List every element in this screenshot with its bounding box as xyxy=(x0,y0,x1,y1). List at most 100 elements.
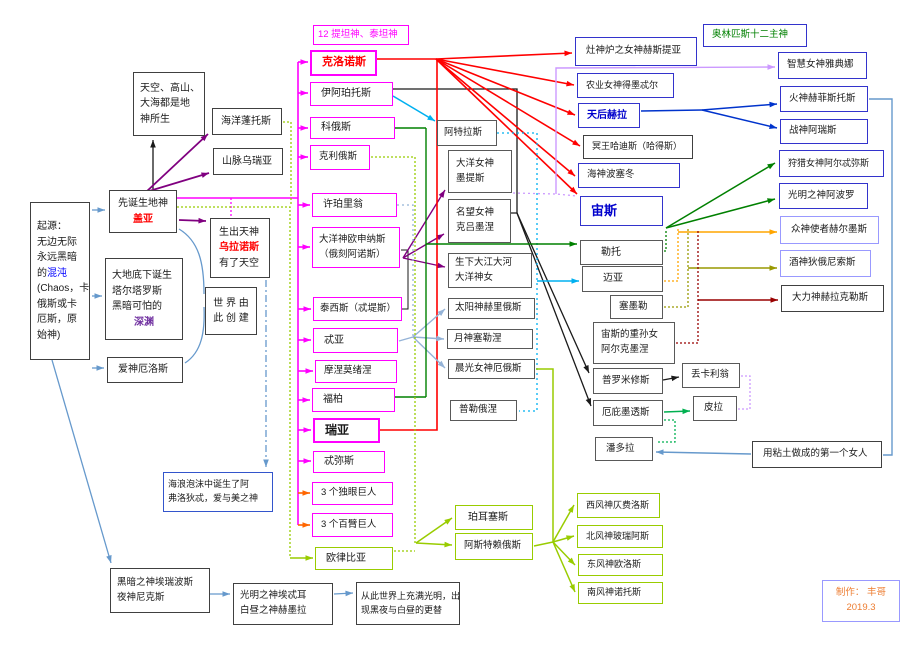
node-eurybia-line-0: 欧律比亚 xyxy=(326,552,366,564)
node-eros: 爱神厄洛斯 xyxy=(107,357,183,383)
arrowhead-30 xyxy=(302,490,310,496)
arrowhead-24 xyxy=(303,337,311,343)
node-aether-hemera-line-0: 光明之神埃忒耳 xyxy=(240,590,307,602)
node-hecatoncheires-line-0: 3 个百臂巨人 xyxy=(321,518,377,530)
node-world-created-line-1: 此 创 建 xyxy=(213,313,249,324)
edge-46 xyxy=(392,95,436,122)
node-uranus-line-2: 有了天空 xyxy=(219,257,259,269)
arrowhead-12 xyxy=(585,397,591,406)
node-origin-line-5: 俄斯或卡 xyxy=(37,298,77,310)
node-cronus-line-0: 克洛诺斯 xyxy=(322,56,366,69)
edge-6 xyxy=(178,228,205,295)
node-zephyrus: 西风神仄费洛斯 xyxy=(577,493,660,518)
node-sky-mountain: 天空、高山、大海都是地神所生 xyxy=(133,72,205,136)
node-deucalion: 丢卡利翁 xyxy=(682,363,740,388)
arrowhead-35 xyxy=(438,190,445,198)
node-uranus-line-0: 生出天神 xyxy=(219,226,259,238)
node-phoebe-line-0: 福柏 xyxy=(323,394,343,406)
node-ourea-line-0: 山脉乌瑞亚 xyxy=(222,155,272,167)
node-tethys: 泰西斯（忒堤斯） xyxy=(313,297,402,321)
node-tethys-line-0: 泰西斯（忒堤斯） xyxy=(320,302,397,314)
edge-44 xyxy=(435,58,576,177)
node-prometheus: 普罗米修斯 xyxy=(593,368,663,394)
arrowhead-21 xyxy=(302,202,310,208)
node-pontus-line-0: 海洋蓬托斯 xyxy=(221,115,271,127)
node-eros-line-0: 爱神厄洛斯 xyxy=(118,364,168,376)
node-zeus-line-0: 宙斯 xyxy=(591,202,618,218)
arrowhead-5 xyxy=(345,590,353,597)
node-eos-line-0: 晨光女神厄俄斯 xyxy=(455,362,522,374)
node-artemis-line-0: 狩猎女神阿尔忒弥斯 xyxy=(788,157,870,168)
arrowhead-36 xyxy=(436,234,444,241)
arrowhead-26 xyxy=(302,397,310,403)
node-aether-hemera: 光明之神埃忒耳白昼之神赫墨拉 xyxy=(233,583,333,625)
node-origin-line-3: 的混沌 xyxy=(37,267,67,279)
node-credit-line-1: 2019.3 xyxy=(846,602,876,613)
node-hestia: 灶神炉之女神赫斯提亚 xyxy=(575,37,697,66)
arrowhead-23 xyxy=(303,306,311,312)
node-hermes: 众神使者赫尔墨斯 xyxy=(780,216,879,244)
node-erebus-nyx-line-1: 夜神尼克斯 xyxy=(117,591,165,603)
node-themis-line-0: 忒弥斯 xyxy=(324,456,354,468)
edge-85 xyxy=(536,368,554,542)
node-apollo-line-0: 光明之神阿波罗 xyxy=(788,189,855,201)
edge-66 xyxy=(664,229,679,282)
arrowhead-44 xyxy=(567,169,575,176)
node-pleione: 普勒俄涅 xyxy=(450,400,517,421)
node-olympus-label: 奥林匹斯十二主神 xyxy=(703,24,807,47)
arrowhead-46 xyxy=(427,114,435,121)
edge-78 xyxy=(283,121,292,206)
node-origin-line-0: 起源： xyxy=(37,221,67,232)
node-tartarus-line-1: 塔尔塔罗斯 xyxy=(112,285,162,297)
node-cronus: 克洛诺斯 xyxy=(310,50,377,76)
edge-12 xyxy=(516,212,592,407)
edge-74 xyxy=(869,98,893,456)
arrowhead-19 xyxy=(300,125,308,131)
node-heracles-line-0: 大力神赫拉克勒斯 xyxy=(792,292,869,304)
node-ares: 战神阿瑞斯 xyxy=(780,119,868,144)
node-metis-line-1: 墨提斯 xyxy=(456,172,485,184)
arrowhead-8 xyxy=(263,459,269,467)
edge-80 xyxy=(371,156,416,543)
node-world-created-line-0: 世 界 由 xyxy=(213,297,249,309)
edge-49 xyxy=(512,192,578,197)
node-origin-line-1: 无边无际 xyxy=(37,236,77,248)
arrowhead-31 xyxy=(302,522,310,528)
arrowhead-22 xyxy=(302,244,310,250)
node-gaia-line-0: 先诞生地神 xyxy=(118,198,168,209)
node-uranus: 生出天神乌拉诺斯有了天空 xyxy=(210,218,270,278)
node-pandora: 潘多拉 xyxy=(595,437,653,461)
edge-71 xyxy=(640,109,703,112)
arrowhead-54 xyxy=(436,335,444,342)
node-light-world-line-1: 现黑夜与白昼的更替 xyxy=(361,604,443,615)
node-tartarus-line-2: 黑暗可怕的 xyxy=(112,301,162,312)
node-poseidon-line-0: 海神波塞冬 xyxy=(587,169,635,181)
node-coeus: 科俄斯 xyxy=(310,117,395,139)
node-olympus-label-line-0: 奥林匹斯十二主神 xyxy=(712,29,789,41)
node-apollo: 光明之神阿波罗 xyxy=(779,183,868,209)
edge-7 xyxy=(184,306,205,364)
node-oceanus: 大洋神欧申纳斯（俄刻阿诺斯） xyxy=(312,227,400,268)
node-titan-label: 12 提坦神、泰坦神 xyxy=(313,25,409,45)
node-hyperion: 许珀里翁 xyxy=(312,193,397,217)
edge-72 xyxy=(701,103,778,111)
node-hades-line-0: 冥王哈迪斯（哈得斯） xyxy=(592,141,683,152)
node-uranus-line-1: 乌拉诺斯 xyxy=(219,242,259,254)
node-clymene: 名望女神克吕墨涅 xyxy=(448,199,511,243)
node-origin-line-7: 始神) xyxy=(37,329,61,341)
edge-70 xyxy=(676,229,699,344)
node-erebus-nyx-line-0: 黑暗之神埃瑞波斯 xyxy=(117,576,194,588)
node-hecatoncheires: 3 个百臂巨人 xyxy=(312,513,393,537)
node-selene-line-0: 月神塞勒涅 xyxy=(454,332,502,344)
arrowhead-75 xyxy=(656,449,664,455)
arrowhead-69 xyxy=(770,297,778,303)
node-hera-line-0: 天后赫拉 xyxy=(587,109,627,121)
edge-75 xyxy=(655,451,752,455)
arrowhead-20 xyxy=(300,154,308,160)
node-boreas: 北风神玻瑞阿斯 xyxy=(577,525,663,548)
node-oceanus-line-0: 大洋神欧申纳斯 xyxy=(319,233,386,245)
arrowhead-13 xyxy=(671,375,679,382)
arrowhead-28 xyxy=(303,458,311,464)
node-hephaestus: 火神赫菲斯托斯 xyxy=(780,86,868,112)
node-origin-line-6: 厄斯，原 xyxy=(37,314,77,325)
